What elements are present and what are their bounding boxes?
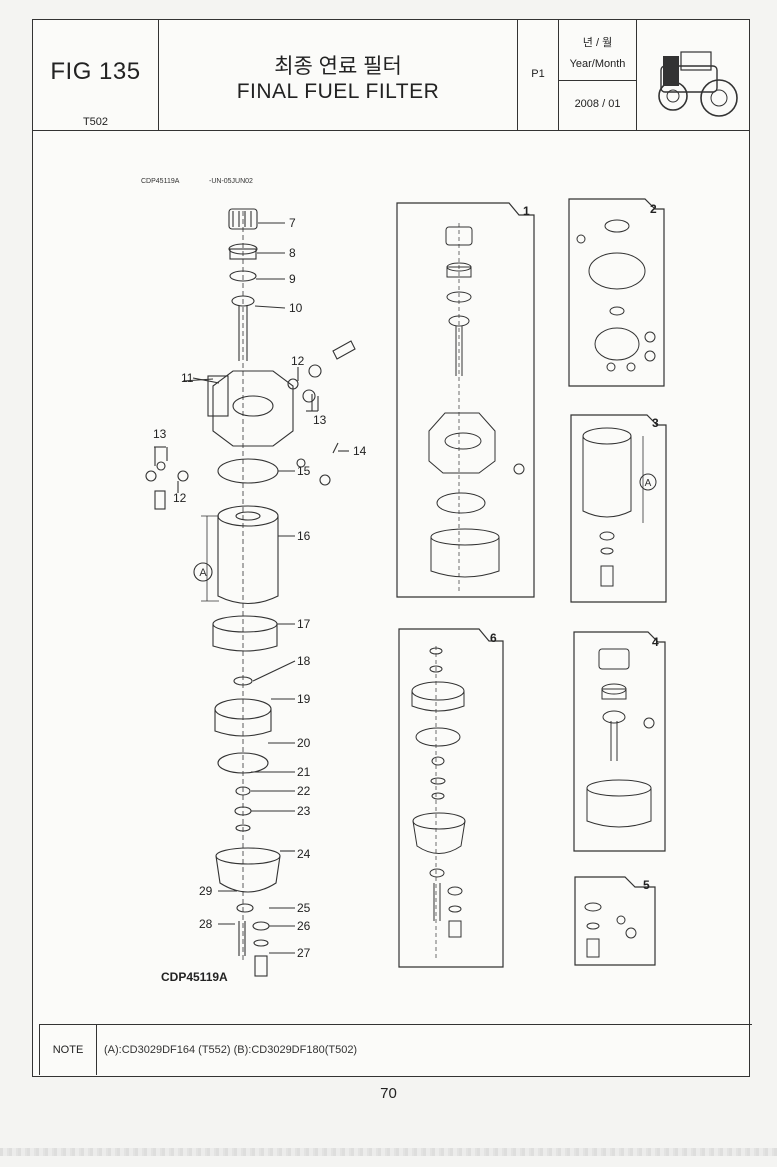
kit-number-4: 4 [652, 635, 659, 649]
callout-29: 29 [199, 884, 213, 898]
callout-19: 19 [297, 692, 311, 706]
callout-10: 10 [289, 301, 303, 315]
ref-code-bottom: CDP45119A [161, 970, 228, 984]
kit-number-5: 5 [643, 878, 650, 892]
callout-24: 24 [297, 847, 311, 861]
callout-23: 23 [297, 804, 311, 818]
dimension-marker-a: A [199, 567, 207, 579]
callout-8: 8 [289, 246, 296, 260]
callout-26: 26 [297, 919, 311, 933]
callout-16: 16 [297, 529, 311, 543]
callout-21: 21 [297, 765, 311, 779]
kit-dimension-marker-a: A [645, 478, 652, 489]
kit-number-1: 1 [523, 204, 530, 218]
note-text: (A):CD3029DF164 (T552) (B):CD3029DF180(T… [104, 1044, 358, 1056]
page-label: P1 [531, 68, 545, 80]
callout-12-left: 12 [173, 491, 187, 505]
callout-18: 18 [297, 654, 311, 668]
page-number: 70 [380, 1085, 397, 1102]
ref-code-top: CDP45119A [141, 178, 180, 185]
callout-13-left: 13 [153, 427, 167, 441]
kit-number-2: 2 [650, 202, 657, 216]
scan-artifact [0, 1148, 777, 1156]
kit-number-3: 3 [652, 416, 659, 430]
revision-date: 2008 / 01 [574, 98, 621, 110]
note-label: NOTE [40, 1025, 97, 1075]
kit-number-6: 6 [490, 631, 497, 645]
callout-20: 20 [297, 736, 311, 750]
header-divider [558, 20, 559, 130]
callout-22: 22 [297, 784, 311, 798]
ref-date-top: -UN-05JUN02 [209, 178, 253, 185]
title-korean: 최종 연료 필터 [274, 55, 402, 78]
callout-14: 14 [353, 444, 367, 458]
callout-25: 25 [297, 901, 311, 915]
model-label: T502 [82, 116, 109, 128]
tractor-icon [658, 51, 738, 117]
note-row: NOTE (A):CD3029DF164 (T552) (B):CD3029DF… [39, 1024, 752, 1075]
callout-27: 27 [297, 946, 311, 960]
callout-28: 28 [199, 917, 213, 931]
callout-9: 9 [289, 272, 296, 286]
callout-7: 7 [289, 216, 296, 230]
year-month-divider [559, 80, 636, 81]
header-block: FIG 135 T502 최종 연료 필터 FINAL FUEL FILTER … [33, 20, 749, 131]
parts-sheet: FIG 135 T502 최종 연료 필터 FINAL FUEL FILTER … [32, 19, 752, 1077]
exploded-view-drawing: CDP45119A -UN-05JUN02 [141, 178, 667, 984]
callout-11: 11 [181, 371, 194, 385]
header-divider [158, 20, 159, 130]
year-month-english: Year/Month [569, 58, 626, 70]
callout-17: 17 [297, 617, 311, 631]
title-english: FINAL FUEL FILTER [236, 80, 440, 103]
header-divider [636, 20, 637, 130]
callout-15: 15 [297, 464, 311, 478]
callout-13: 13 [313, 413, 327, 427]
figure-label: FIG 135 [50, 58, 141, 85]
year-month-korean: 년 / 월 [582, 37, 613, 49]
header-divider [517, 20, 518, 130]
callout-12: 12 [291, 354, 305, 368]
